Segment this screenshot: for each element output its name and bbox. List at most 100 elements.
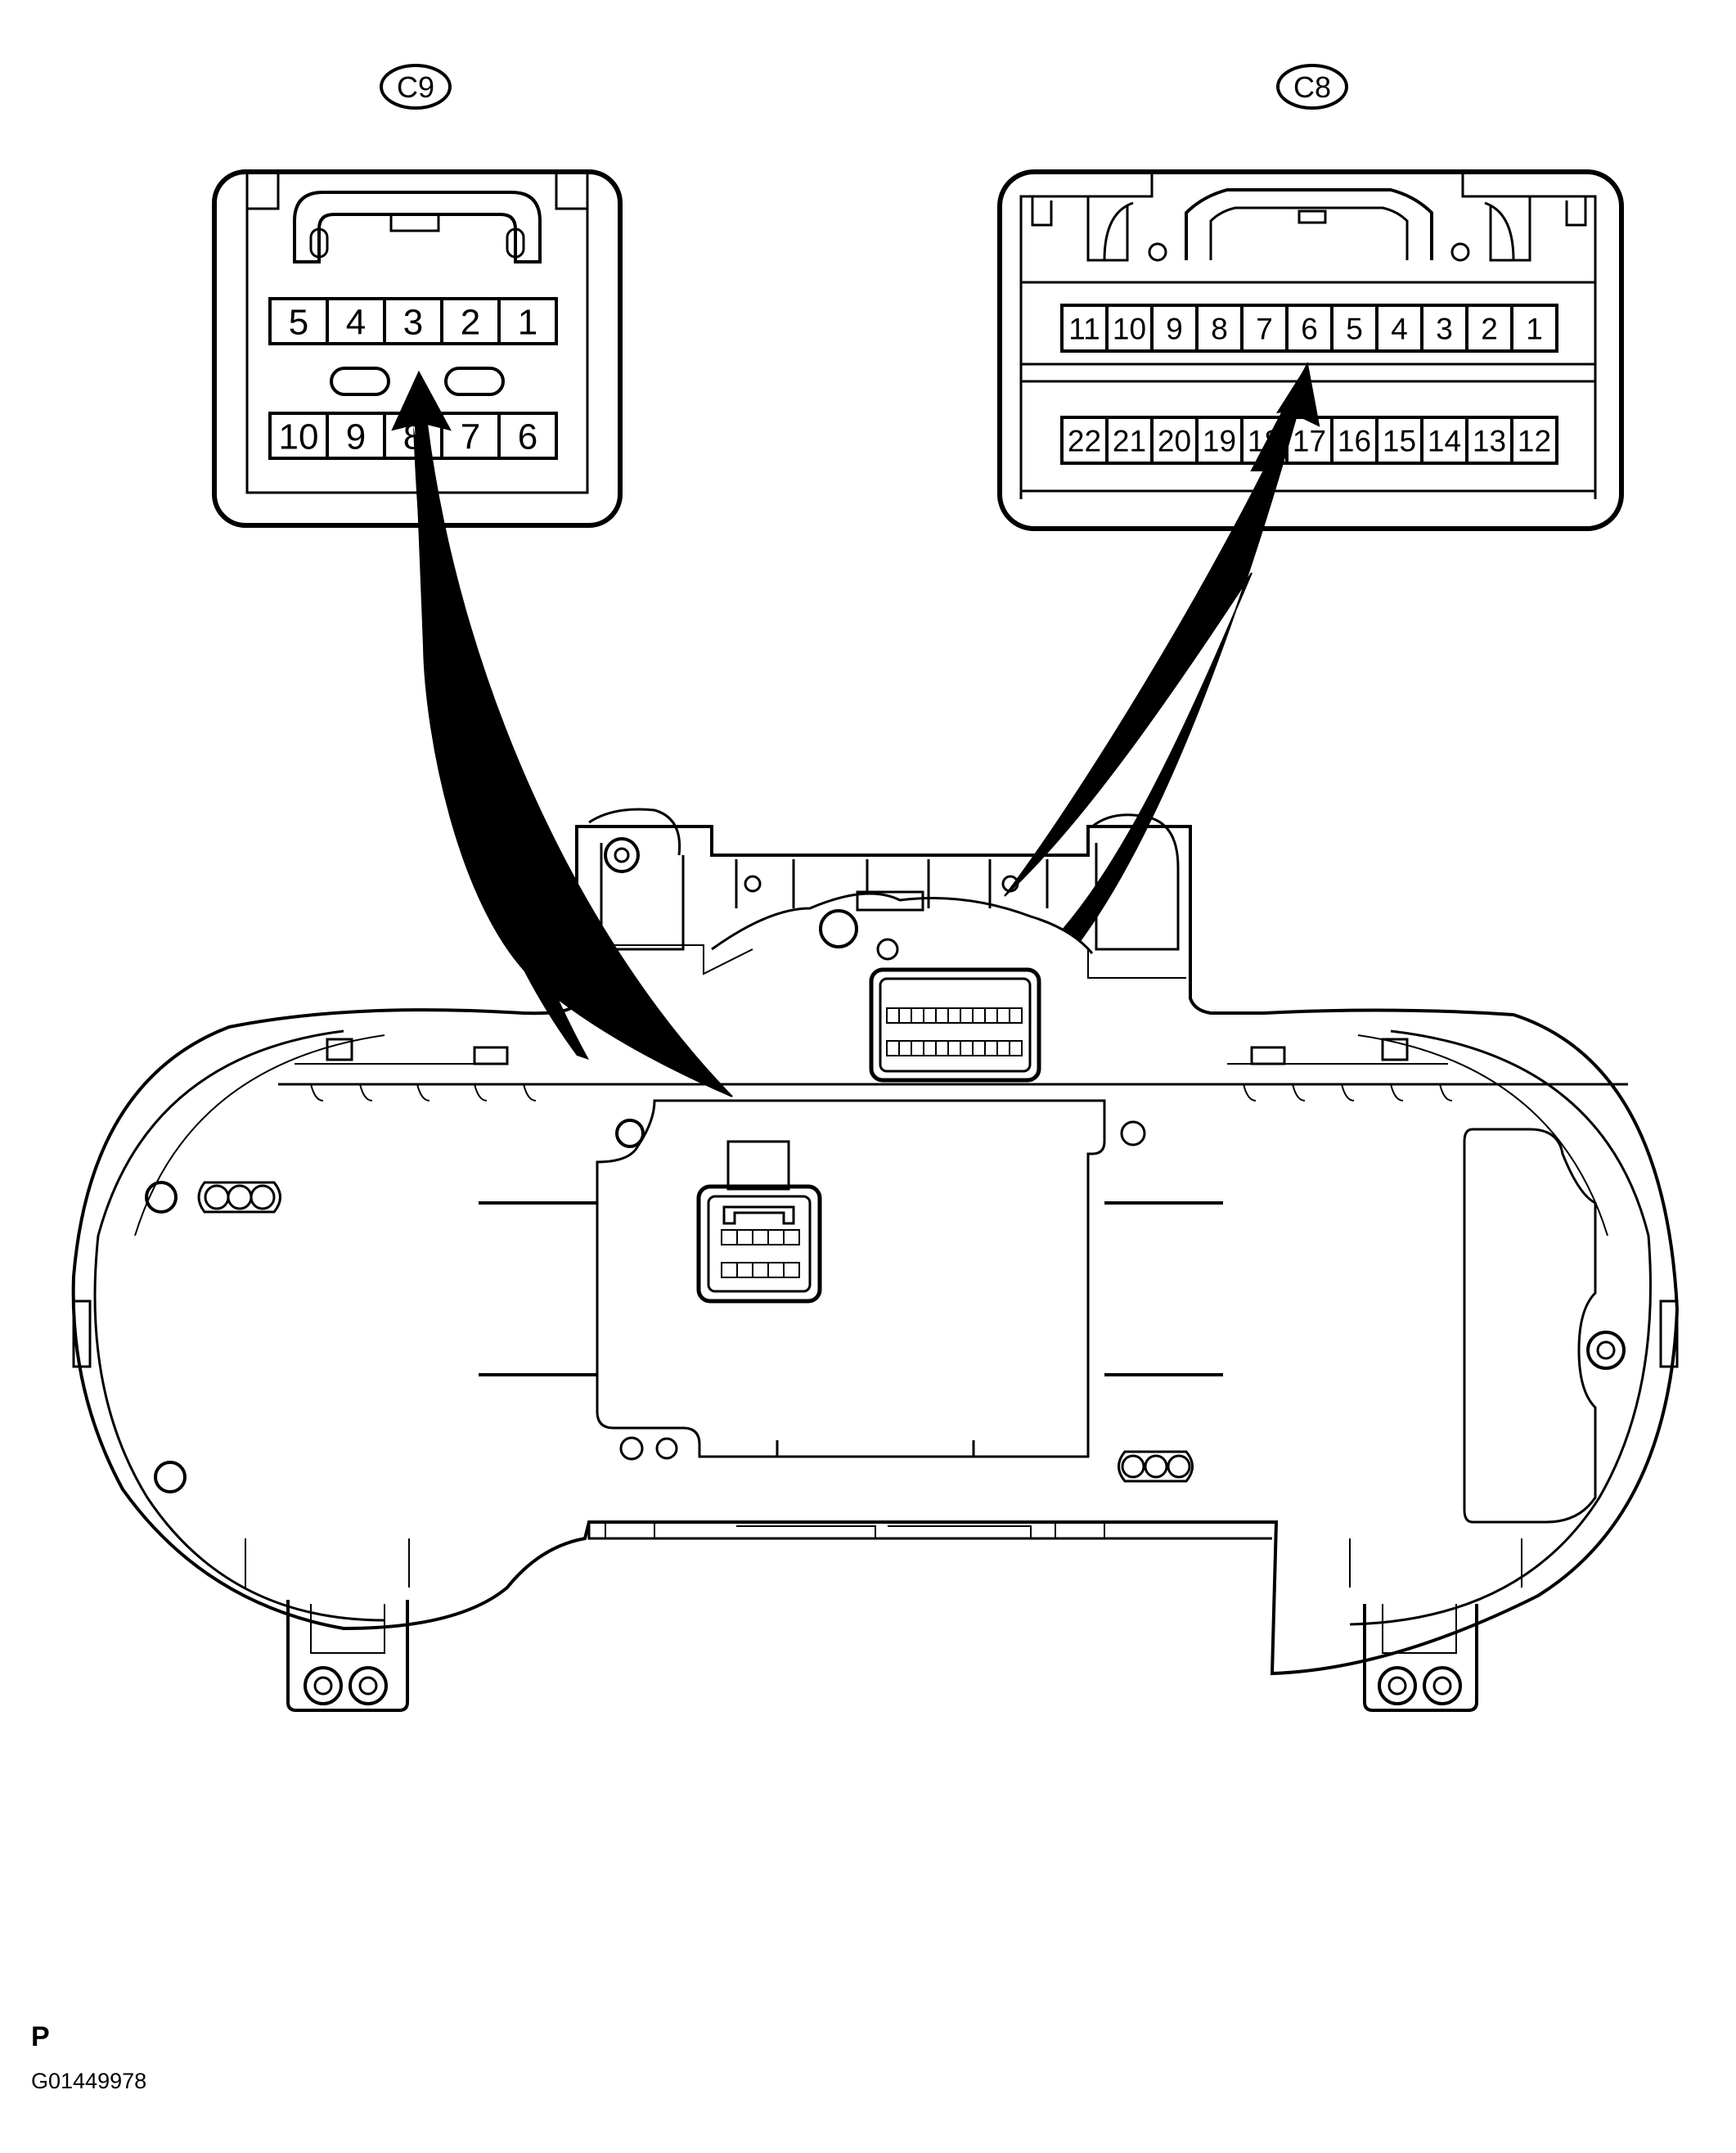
pin-number: 10 [1113,312,1146,345]
socket-pin-cell [984,1007,998,1024]
pin-number: 9 [1166,312,1183,345]
pin-12: 12 [1510,416,1558,465]
pin-10: 10 [1105,304,1154,353]
pin-number: 10 [279,417,319,457]
pin-6: 6 [1285,304,1333,353]
pin-number: 7 [1256,312,1273,345]
pin-9: 9 [1150,304,1199,353]
socket-pin-cell [935,1007,949,1024]
c9-label: C9 [380,64,452,110]
pin-4: 4 [326,297,386,345]
pin-7: 7 [1240,304,1289,353]
c9-callout-arrow [391,370,733,1097]
pin-1: 1 [497,297,558,345]
c8-socket-on-meter [869,967,1041,1083]
pin-number: 1 [518,302,537,342]
pin-5: 5 [1330,304,1378,353]
socket-pin-cell [911,1040,924,1056]
socket-pin-cell [935,1040,949,1056]
pin-cell [497,297,558,345]
pin-number: 12 [1518,424,1551,457]
pin-number: 13 [1473,424,1506,457]
pin-8: 8 [1195,304,1244,353]
view-code: P [31,2021,50,2052]
socket-pin-cell [721,1262,738,1278]
pin-15: 15 [1375,416,1423,465]
socket-pin-cell [972,1040,986,1056]
socket-pin-cell [972,1007,986,1024]
pin-number: 21 [1113,424,1146,457]
pin-16: 16 [1330,416,1378,465]
pin-cell [1510,304,1558,353]
socket-pin-cell [783,1262,800,1278]
c8-label: C8 [1276,64,1348,110]
socket-pin-cell [947,1007,961,1024]
pin-number: 15 [1383,424,1416,457]
socket-pin-cell [736,1262,753,1278]
socket-pin-cell [960,1007,974,1024]
pin-number: 20 [1158,424,1191,457]
pin-3: 3 [1420,304,1468,353]
socket-pin-cell [984,1040,998,1056]
pin-number: 3 [1436,312,1453,345]
c8-connector-face [997,169,1624,531]
pin-number: 22 [1068,424,1101,457]
pin-number: 3 [403,302,423,342]
pin-6: 6 [497,412,558,460]
pin-number: 8 [1211,312,1228,345]
c8-label-text: C8 [1293,70,1331,104]
pin-5: 5 [268,297,329,345]
socket-pin-cell [996,1007,1010,1024]
pin-number: 11 [1068,312,1100,345]
pin-number: 4 [346,302,366,342]
socket-pin-cell [736,1229,753,1245]
combination-meter-housing [71,808,1680,1712]
pin-number: 6 [1301,312,1318,345]
pin-number: 17 [1293,424,1326,457]
pin-number: 16 [1338,424,1371,457]
pin-14: 14 [1420,416,1468,465]
c8-socket-pin-grid [886,1007,1023,1056]
pin-number: 2 [1481,312,1498,345]
socket-pin-cell [1009,1007,1023,1024]
pin-13: 13 [1465,416,1513,465]
pin-2: 2 [440,297,501,345]
pin-20: 20 [1150,416,1199,465]
pin-number: 14 [1428,424,1461,457]
socket-pin-cell [721,1229,738,1245]
pin-11: 11 [1060,304,1109,353]
pin-1: 1 [1510,304,1558,353]
pin-number: 9 [346,417,366,457]
socket-pin-cell [783,1229,800,1245]
pin-19: 19 [1195,416,1244,465]
pin-7: 7 [440,412,501,460]
pin-number: 7 [461,417,480,457]
socket-pin-cell [767,1229,785,1245]
socket-pin-cell [886,1007,900,1024]
pin-number: 2 [461,302,480,342]
socket-pin-cell [886,1040,900,1056]
pin-21: 21 [1105,416,1154,465]
socket-pin-cell [947,1040,961,1056]
figure-id: G01449978 [31,2069,147,2093]
socket-pin-cell [752,1262,769,1278]
socket-pin-cell [898,1007,912,1024]
socket-pin-cell [752,1229,769,1245]
pin-3: 3 [383,297,443,345]
socket-pin-cell [767,1262,785,1278]
c9-socket-on-meter [696,1184,822,1304]
socket-pin-cell [923,1007,937,1024]
pin-number: 5 [1346,312,1363,345]
socket-pin-cell [923,1040,937,1056]
pin-22: 22 [1060,416,1109,465]
socket-pin-cell [960,1040,974,1056]
pin-number: 19 [1203,424,1236,457]
pin-number: 5 [289,302,308,342]
pin-4: 4 [1375,304,1423,353]
c9-socket-pin-grid [721,1229,800,1278]
